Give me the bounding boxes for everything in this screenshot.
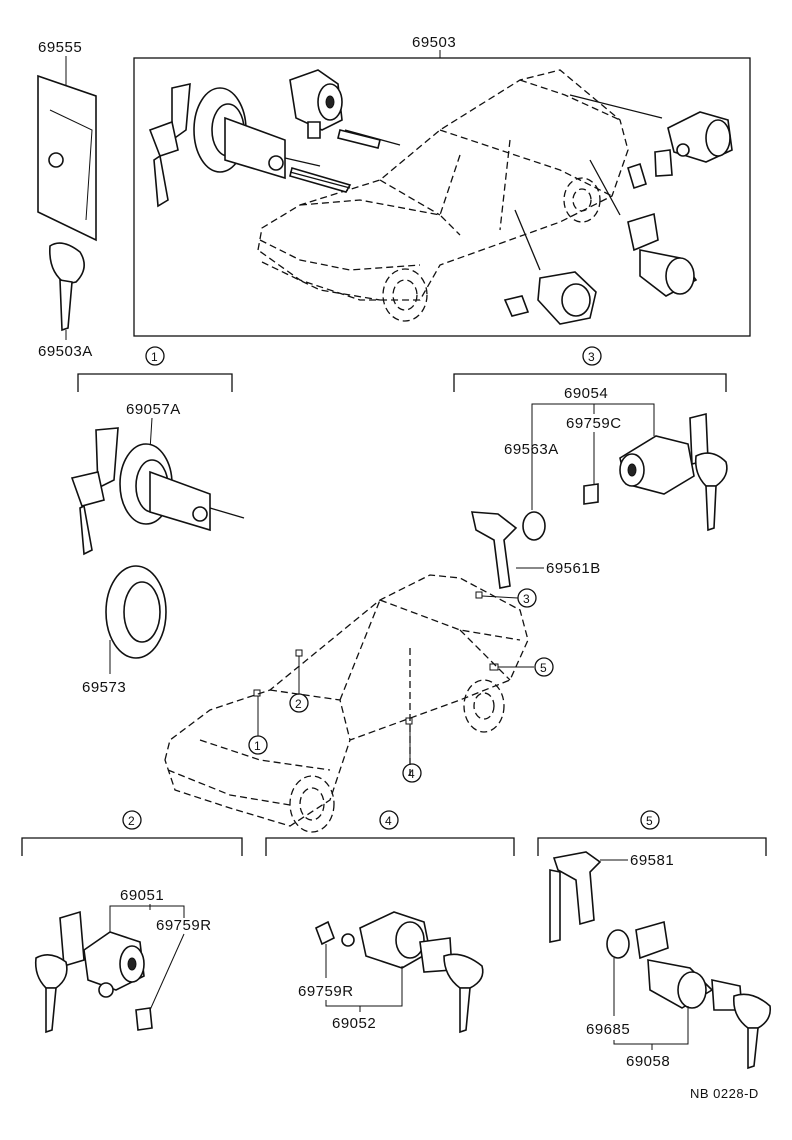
callout-2-header [122, 810, 142, 830]
arrow-trunk [569, 94, 663, 119]
bracket-69051 [109, 905, 185, 932]
callout-1-header [145, 346, 165, 366]
washer-69563a [522, 511, 546, 541]
bracket-group-5 [537, 837, 767, 856]
door-lock-69051 [34, 910, 145, 1034]
label-69561B: 69561B [546, 560, 601, 577]
trunk-lock-69058 [635, 920, 772, 1070]
label-69759C: 69759C [566, 415, 622, 432]
label-69759R-b: 69759R [298, 983, 354, 1000]
clip-69759c [583, 483, 599, 505]
arrow-door-bottom [514, 209, 541, 271]
ring-69573 [105, 565, 167, 659]
bracket-group-2 [21, 837, 243, 856]
label-69555: 69555 [38, 39, 82, 56]
door-lock-cylinder-bottom-center [503, 271, 597, 325]
callout-3-header-text: 3 [588, 350, 595, 364]
ignition-lock-69057a [70, 427, 245, 556]
label-69503A: 69503A [38, 343, 93, 360]
label-69573: 69573 [82, 679, 126, 696]
bracket-69052 [325, 966, 403, 1007]
callout-5-header-text: 5 [646, 814, 653, 828]
label-69057A: 69057A [126, 401, 181, 418]
drawing-code: NB 0228-D [690, 1086, 759, 1101]
assembly-frame [133, 57, 751, 337]
clip-69759r-a [135, 1007, 153, 1031]
label-69581: 69581 [630, 852, 674, 869]
label-69054: 69054 [564, 385, 608, 402]
svg-text:4: 4 [408, 767, 415, 781]
svg-text:1: 1 [254, 739, 261, 753]
callout-2-header-text: 2 [128, 814, 135, 828]
bracket-group-4 [265, 837, 515, 856]
car-top-illustration [257, 69, 629, 322]
bracket-group-1 [77, 373, 233, 392]
retainer-69561b [470, 511, 518, 589]
arrow-door-top [344, 129, 401, 146]
door-lock-69052 [314, 911, 484, 1034]
label-69058: 69058 [626, 1053, 670, 1070]
car-center-illustration [164, 574, 529, 833]
bracket-69054 [531, 403, 655, 460]
door-lock-cylinder-top [289, 69, 381, 149]
callout-2-car: 2 [289, 656, 309, 713]
svg-text:5: 5 [540, 661, 547, 675]
callout-3-header [582, 346, 602, 366]
trunk-lock-cylinder-top-right [627, 212, 698, 297]
callout-1-car: 1 [248, 696, 268, 755]
arrow-right [589, 159, 621, 216]
label-69503: 69503 [412, 34, 456, 51]
label-69759R-a: 69759R [156, 917, 212, 934]
callout-4-header [379, 810, 399, 830]
svg-text:2: 2 [295, 697, 302, 711]
bracket-group-3 [453, 373, 727, 392]
key-plate-card [37, 74, 97, 242]
washer-69685 [606, 929, 630, 959]
arrow-ignition [289, 171, 351, 189]
callout-4-header-text: 4 [385, 814, 392, 828]
retainer-69581 [549, 851, 602, 943]
label-69563A: 69563A [504, 441, 559, 458]
leader-69759R-a [149, 933, 185, 1011]
callout-4-car: 4 [402, 724, 422, 783]
label-69051: 69051 [120, 887, 164, 904]
callout-1-header-text: 1 [151, 350, 158, 364]
key-69503a [49, 242, 85, 332]
label-69052: 69052 [332, 1015, 376, 1032]
callout-5-car: 5 [498, 657, 554, 677]
label-69685: 69685 [586, 1021, 630, 1038]
callout-3-car: 3 [481, 588, 537, 608]
bracket-69058 [613, 1006, 689, 1045]
lock-cylinder-69054 [619, 412, 728, 532]
svg-text:3: 3 [523, 592, 530, 606]
rear-lock-cylinder-top-right [627, 111, 733, 190]
callout-5-header [640, 810, 660, 830]
